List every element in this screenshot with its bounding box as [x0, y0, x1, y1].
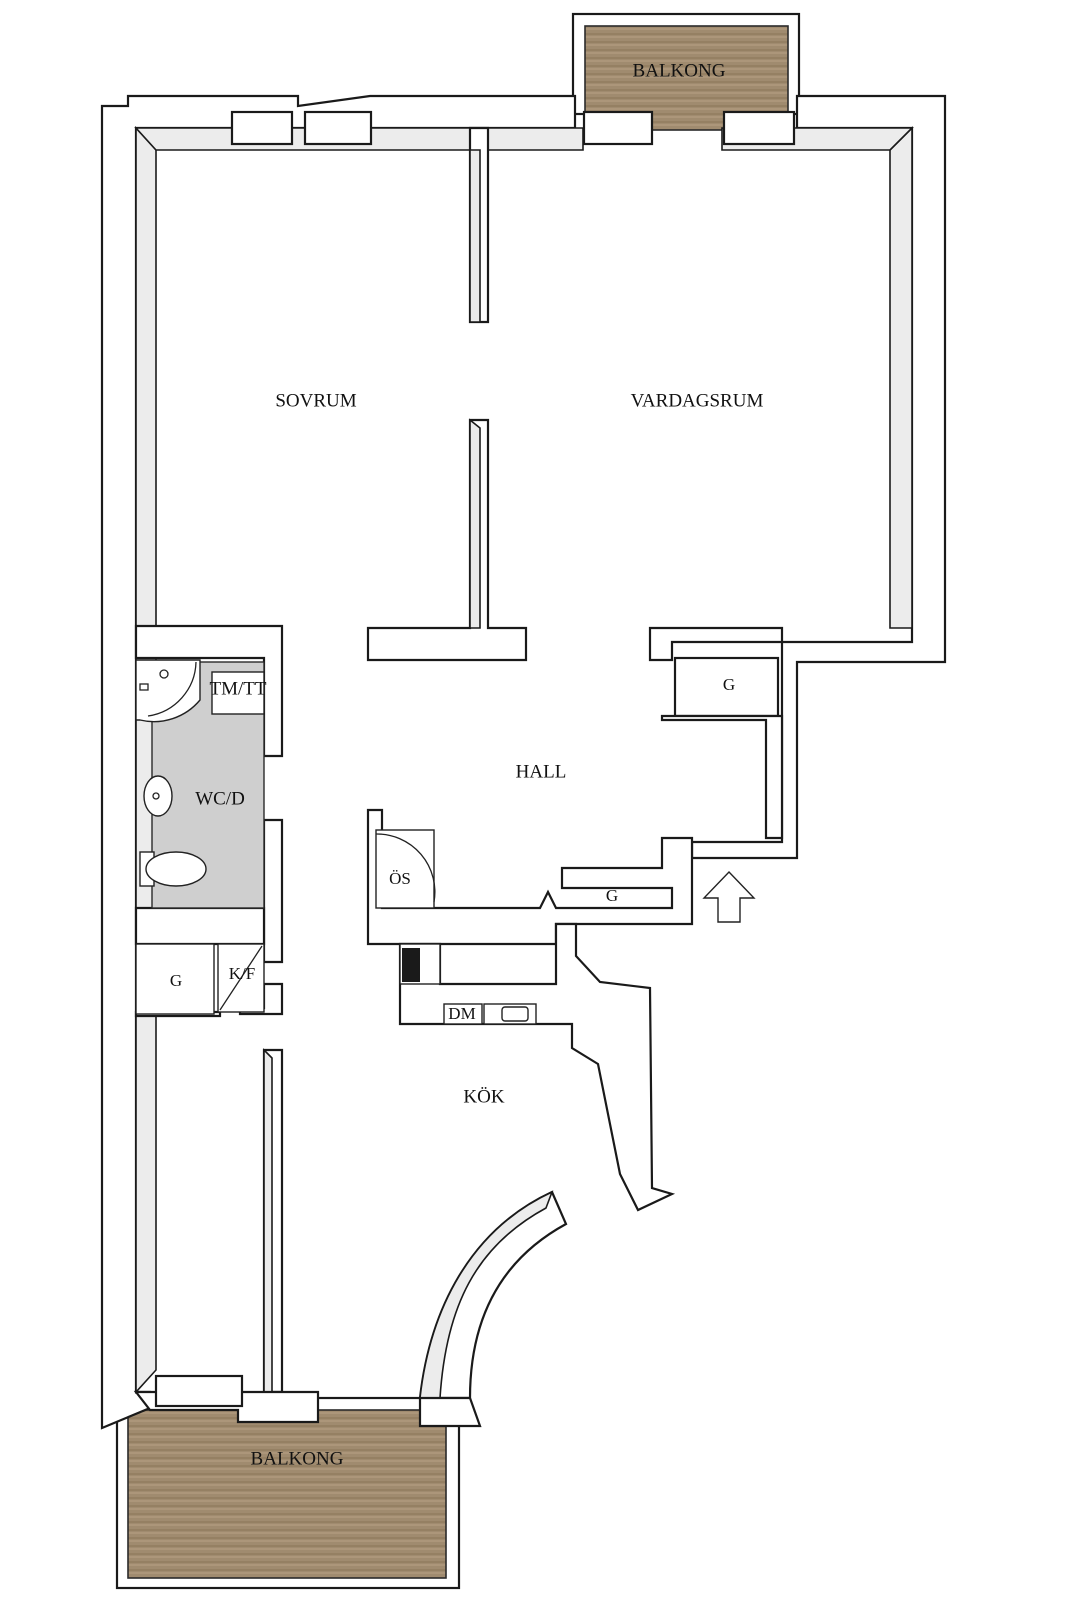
label-sovrum: SOVRUM [275, 390, 356, 411]
label-g-hall-bottom: G [606, 886, 618, 905]
toilet-icon [139, 851, 207, 887]
label-balkong-top: BALKONG [633, 60, 726, 81]
entrance-arrow-icon [702, 870, 756, 923]
label-tm-tt: TM/TT [210, 678, 267, 699]
os-door-arc [375, 833, 436, 903]
bottom-walls [133, 1374, 482, 1428]
kitchen-walls [398, 922, 676, 1212]
wc-floor [135, 659, 265, 909]
label-hall: HALL [516, 761, 567, 782]
balcony-bottom [115, 1396, 461, 1590]
interior-wall-center [366, 126, 528, 662]
label-os: ÖS [389, 869, 411, 888]
hall-lower-walls [366, 808, 694, 946]
label-dm: DM [448, 1004, 475, 1023]
label-wc-d: WC/D [195, 788, 245, 809]
label-balkong-bottom: BALKONG [251, 1448, 344, 1469]
label-vardagsrum: VARDAGSRUM [631, 390, 764, 411]
label-k-f: K/F [229, 964, 255, 983]
sink-icon [143, 775, 173, 817]
interior-walls-right [648, 626, 784, 840]
label-g-hall-right: G [723, 675, 735, 694]
label-kok: KÖK [463, 1086, 504, 1107]
label-g-left: G [170, 971, 182, 990]
shower-icon [135, 659, 201, 723]
windows-top [230, 110, 796, 146]
closet-left [135, 943, 265, 1015]
curved-wall [418, 1190, 568, 1400]
